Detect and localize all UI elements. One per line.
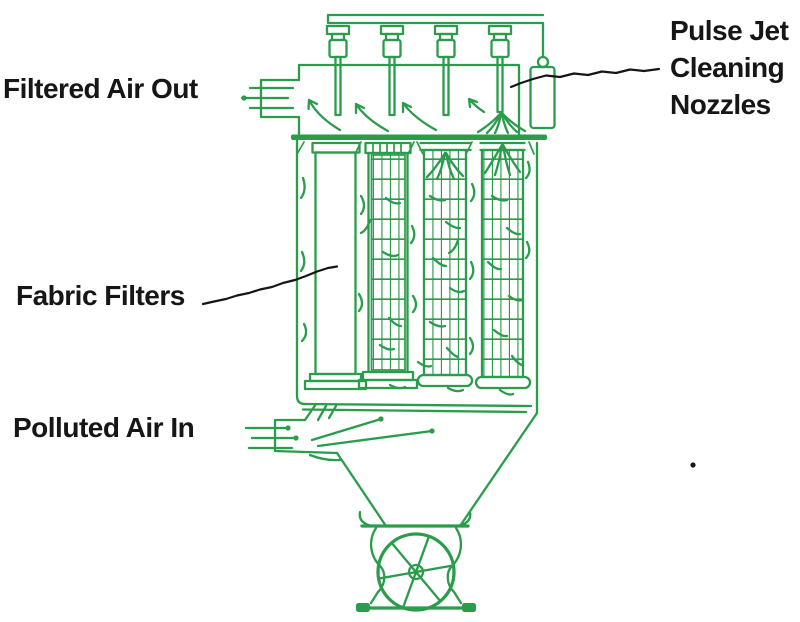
bag4-top-fan bbox=[483, 143, 522, 177]
label-filtered-air-out: Filtered Air Out bbox=[3, 73, 198, 104]
inlet-air-arrows bbox=[244, 416, 435, 462]
label-polluted-air-in: Polluted Air In bbox=[13, 412, 195, 443]
filtered-air-arrows bbox=[240, 86, 295, 110]
pulse-jet-manifold bbox=[326, 13, 556, 130]
filter-bag-3 bbox=[416, 141, 474, 388]
dust-particles bbox=[299, 160, 531, 396]
filter-bag-4 bbox=[474, 141, 532, 390]
leader-line-fabric-filters bbox=[201, 265, 339, 306]
pulse-spray bbox=[476, 111, 527, 135]
label-pulse-jet-line2: Cleaning bbox=[670, 52, 785, 83]
filter-bag-2 bbox=[357, 141, 419, 390]
label-pulse-jet-line1: Pulse Jet bbox=[670, 15, 789, 46]
pulse-jet-nozzle-4 bbox=[487, 24, 513, 114]
bag3-top-fan bbox=[425, 151, 465, 181]
rotary-airlock-valve bbox=[356, 510, 476, 612]
compressed-air-reservoir bbox=[529, 65, 556, 130]
label-pulse-jet-line3: Nozzles bbox=[670, 89, 771, 120]
reservoir-cap bbox=[536, 55, 550, 69]
pulse-jet-nozzle-2 bbox=[379, 24, 405, 117]
pulse-jet-nozzle-1 bbox=[325, 24, 351, 117]
stray-dot bbox=[690, 462, 696, 468]
baghouse-chamber bbox=[295, 138, 539, 415]
hopper bbox=[335, 411, 539, 528]
leader-line-pulse-jet bbox=[509, 67, 661, 89]
filter-bag-1 bbox=[303, 141, 368, 391]
label-fabric-filters: Fabric Filters bbox=[16, 280, 185, 311]
label-pulse-jet-cleaning-nozzles: Pulse Jet Cleaning Nozzles bbox=[670, 12, 789, 123]
rotary-valve-wheel bbox=[376, 532, 456, 612]
clean-air-plenum bbox=[297, 63, 521, 139]
pulse-jet-nozzle-3 bbox=[433, 24, 459, 117]
inlet-duct bbox=[273, 402, 339, 455]
plenum-airflow-arrows bbox=[307, 97, 486, 133]
pulse-jet-nozzles bbox=[325, 24, 527, 135]
